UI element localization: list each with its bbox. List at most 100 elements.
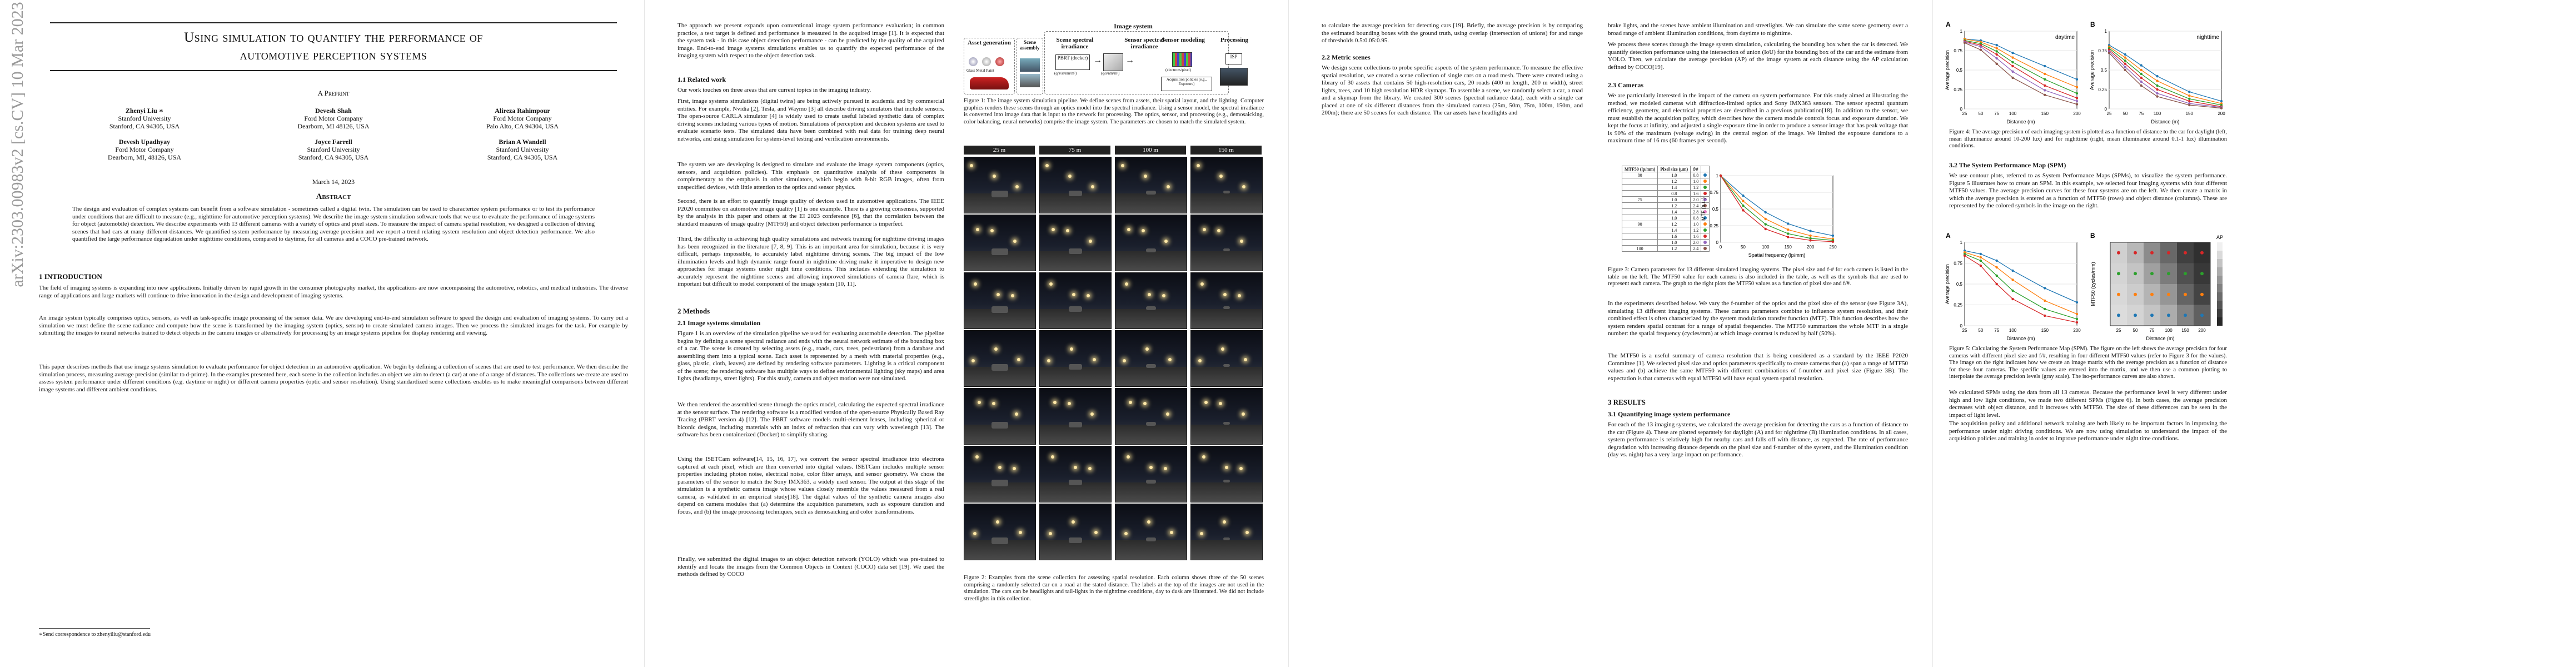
series-line (1964, 253, 2077, 320)
data-point (1809, 239, 1812, 242)
subsection-heading: 1.1 Related work (677, 76, 726, 83)
y-tick-label: 0.5 (1956, 68, 1963, 73)
distance-column-label: 150 m (1190, 146, 1262, 155)
scene-image (1115, 272, 1187, 329)
spm-point (2150, 251, 2154, 255)
scene-image (964, 157, 1036, 213)
chart-title: nighttime (2196, 34, 2219, 41)
data-point (2011, 269, 2014, 272)
subsection-heading: 3.2 The System Performance Map (SPM) (1949, 161, 2066, 169)
scene-image (1039, 157, 1112, 213)
scene-image (964, 272, 1036, 329)
x-axis-label: Distance (m) (2006, 119, 2035, 125)
x-tick-label: 75 (2139, 111, 2144, 116)
page-1: arXiv:2303.00983v2 [cs.CV] 10 Mar 2023 U… (0, 0, 645, 667)
series-line (2109, 51, 2222, 108)
y-tick-label: 0.25 (1954, 303, 1962, 308)
data-point (1995, 274, 1998, 277)
series-line (2109, 48, 2222, 106)
x-tick-label: 25 (1962, 111, 1967, 116)
data-point (2220, 107, 2223, 109)
y-tick-label: 0.75 (1954, 261, 1962, 266)
spm-point (2200, 272, 2204, 276)
distance-column-label: 75 m (1039, 146, 1110, 155)
figure-caption: Figure 4: The average precision of each … (1949, 129, 2227, 149)
section-heading: 3 RESULTS (1608, 398, 1646, 406)
camera-symbol (1703, 185, 1707, 189)
data-point (1995, 47, 1998, 49)
data-point (1979, 45, 1982, 48)
data-point (1809, 230, 1812, 232)
footnote: ∗Send correspondence to zhenyiliu@stanfo… (39, 631, 151, 638)
paragraph: We use contour plots, referred to as Sys… (1949, 172, 2227, 209)
camera-symbol (1703, 228, 1707, 232)
data-point (2075, 321, 2079, 324)
paragraph: Figure 1 is an overview of the simulatio… (677, 330, 944, 382)
paper-title: Using simulation to quantify the perform… (184, 30, 483, 63)
y-axis-label: MTF (a.u.) (1701, 197, 1706, 221)
series-line (1964, 38, 2077, 88)
data-point (2124, 59, 2127, 62)
data-point (1787, 222, 1790, 225)
subsection-heading: 2.2 Metric scenes (1322, 53, 1371, 61)
series-line (1964, 42, 2077, 105)
isp-box: ISP (1225, 53, 1242, 64)
data-point (1787, 228, 1790, 231)
data-point (2156, 79, 2159, 82)
paragraph: We design scene collections to probe spe… (1322, 64, 1583, 116)
lens-icon (1103, 53, 1123, 71)
data-point (1742, 204, 1745, 207)
y-tick-label: 0.5 (1712, 207, 1719, 212)
spm-point (2150, 272, 2154, 276)
spm-point (2200, 313, 2204, 317)
colorbar-step (2217, 267, 2223, 276)
page-3: to calculate the average precision for d… (1288, 0, 1933, 667)
data-point (2044, 307, 2046, 311)
spm-point (2150, 292, 2154, 296)
data-point (2011, 61, 2014, 64)
data-point (2156, 84, 2159, 87)
data-point (2140, 64, 2142, 67)
stage-label: Scene spectral irradiance (1056, 37, 1094, 50)
figure-caption: Figure 3: Camera parameters for 13 diffe… (1608, 267, 1908, 287)
camera-symbol (1703, 246, 1707, 250)
y-axis-label: Average precision (1945, 50, 1950, 90)
title-block: Using simulation to quantify the perform… (50, 22, 617, 71)
data-point (2140, 84, 2142, 87)
subsection-heading: 2.3 Cameras (1608, 81, 1643, 89)
spm-point (2150, 313, 2154, 317)
paragraph: We are particularly interested in the im… (1608, 92, 1908, 144)
x-tick-label: 0 (1720, 245, 1722, 250)
data-point (2124, 68, 2127, 72)
data-point (2075, 301, 2079, 304)
data-point (1963, 41, 1966, 44)
scene-image (1115, 215, 1187, 271)
data-point (1764, 211, 1767, 214)
spm-point (2134, 272, 2137, 276)
plot-area (2110, 242, 2211, 326)
data-point (2124, 53, 2127, 56)
y-tick-label: 0 (1960, 107, 1963, 112)
y-tick-label: 1 (1960, 29, 1963, 34)
camera-symbol (1703, 216, 1707, 220)
data-point (2011, 64, 2014, 68)
panel-label: B (2090, 232, 2095, 240)
series-line (1964, 250, 2077, 303)
paragraph: Third, the difficulty in achieving high … (677, 236, 944, 287)
data-point (2011, 297, 2014, 301)
paragraph: The MTF50 is a useful summary of camera … (1608, 352, 1908, 382)
spm-point (2200, 292, 2204, 296)
scene-image (964, 388, 1036, 445)
data-point (2188, 103, 2191, 107)
x-tick-label: 50 (1978, 328, 1983, 333)
data-point (1979, 256, 1982, 259)
series-line (2109, 52, 2222, 109)
scene-image (1190, 388, 1263, 445)
x-tick-label: 25 (2116, 328, 2121, 333)
series-line (1964, 38, 2077, 80)
data-point (2011, 289, 2014, 292)
